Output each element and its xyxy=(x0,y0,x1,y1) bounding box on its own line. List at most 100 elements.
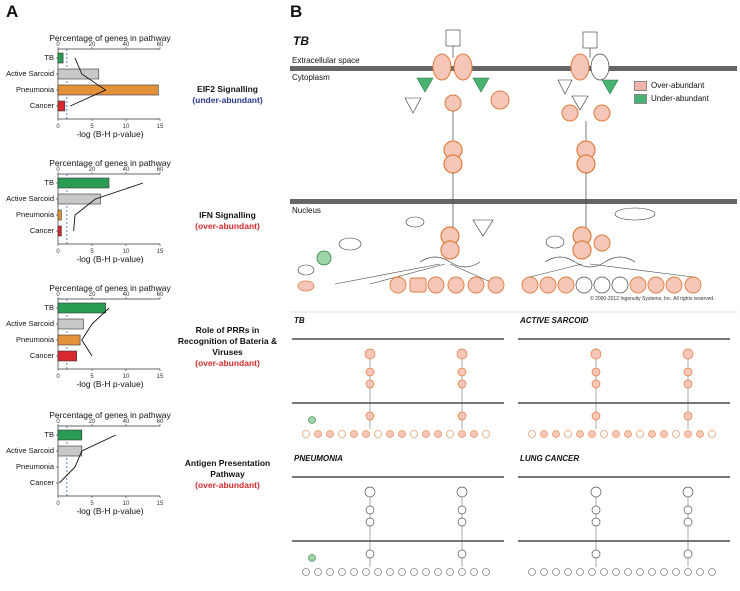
chart-3-top-tick-label: 20 xyxy=(89,292,96,298)
chart-1-top-tick-label: 20 xyxy=(89,42,96,48)
thumb-gene-node xyxy=(482,568,490,576)
thumb-gene-node xyxy=(482,430,490,438)
thumb-node xyxy=(457,367,467,377)
thumb-gene-node xyxy=(564,568,572,576)
chart-1-bar xyxy=(57,84,159,96)
chart-1-bar xyxy=(57,52,64,64)
thumb-gene-node xyxy=(434,430,442,438)
stat1b-node xyxy=(593,104,611,122)
edge xyxy=(449,263,496,285)
thumbnail-title: ACTIVE SARCOID xyxy=(520,316,589,325)
chart-2-bottom-axis-label: -log (B-H p-value) xyxy=(76,254,143,264)
thumb-gene-node xyxy=(624,430,632,438)
thumb-node xyxy=(457,517,467,527)
thumb-gene-node xyxy=(374,568,382,576)
thumb-gene-node xyxy=(696,430,704,438)
chart-3-bar xyxy=(57,350,78,362)
stat1-dimer-c xyxy=(576,154,596,174)
thumb-gene-node xyxy=(350,568,358,576)
pias-node xyxy=(405,216,425,228)
thumb-gene-node xyxy=(446,568,454,576)
thumbnail-pneumonia: PNEUMONIA xyxy=(292,454,506,586)
thumb-gene-node xyxy=(350,430,358,438)
chart-3-top-tick-label: 60 xyxy=(157,292,164,298)
chart-3-category-label: Active Sarcoid xyxy=(6,319,54,328)
thumb-gene-node xyxy=(612,568,620,576)
ifit1-node xyxy=(521,276,539,294)
glucocorticoid-node xyxy=(614,207,656,221)
thumb-gene-node xyxy=(612,430,620,438)
thumb-gene-node xyxy=(422,430,430,438)
thumb-node xyxy=(456,348,468,360)
ifi35-node xyxy=(467,276,485,294)
thumb-gene-node xyxy=(564,430,572,438)
jak1-node xyxy=(472,77,490,93)
edge xyxy=(334,263,441,285)
ifitm1-b-node xyxy=(557,276,575,294)
thumbnail-active-sarcoid: ACTIVE SARCOID xyxy=(518,316,732,448)
chart-4-bottom-tick-label: 10 xyxy=(123,501,130,507)
thumb-membrane xyxy=(292,476,504,478)
thumb-gene-node xyxy=(302,568,310,576)
thumb-bcl2-node xyxy=(308,416,316,424)
thumbnail-title: LUNG CANCER xyxy=(520,454,580,463)
thumb-gene-node xyxy=(410,430,418,438)
thumb-gene-node xyxy=(552,568,560,576)
chart-4-bottom-axis-label: -log (B-H p-value) xyxy=(76,506,143,516)
thumb-gene-node xyxy=(624,568,632,576)
thumb-gene-node xyxy=(362,568,370,576)
thumb-node xyxy=(682,348,694,360)
irf1-node xyxy=(389,276,407,294)
thumb-gene-node xyxy=(684,430,692,438)
chart-4-subtitle: (over-abundant) xyxy=(195,480,260,490)
chart-4-bottom-tick-label: 0 xyxy=(56,501,60,507)
thumb-gene-node xyxy=(338,430,346,438)
chart-1-logp-line xyxy=(70,57,107,107)
ifnar2-node xyxy=(590,53,610,81)
thumb-node xyxy=(591,411,601,421)
thumb-node xyxy=(457,379,467,389)
edge xyxy=(589,263,694,278)
thumb-node xyxy=(591,379,601,389)
thumb-node xyxy=(365,411,375,421)
thumb-node xyxy=(457,505,467,515)
thumb-node xyxy=(682,486,694,498)
thumb-node xyxy=(683,411,693,421)
thumb-gene-node xyxy=(600,430,608,438)
ifn-gamma-node xyxy=(445,29,461,47)
tc-ptp-node xyxy=(404,97,422,114)
thumb-gene-node xyxy=(708,568,716,576)
chart-1-top-tick-label: 40 xyxy=(123,42,130,48)
legend: Over-abundant Under-abundant xyxy=(634,79,709,105)
thumb-gene-node xyxy=(672,568,680,576)
thumb-gene-node xyxy=(302,430,310,438)
thumb-gene-node xyxy=(314,568,322,576)
thumb-gene-node xyxy=(648,568,656,576)
thumb-node xyxy=(591,505,601,515)
jak1b-node xyxy=(601,79,619,95)
thumbnail-lung-cancer: LUNG CANCER xyxy=(518,454,732,586)
panel-a-letter: A xyxy=(6,2,19,21)
legend-swatch-over xyxy=(634,80,647,91)
thumb-gene-node xyxy=(660,430,668,438)
chart-4-top-axis-label: Percentage of genes in pathway xyxy=(49,410,171,420)
legend-item-under: Under-abundant xyxy=(634,92,709,105)
chart-2-subtitle: (over-abundant) xyxy=(195,221,260,231)
tyk2-node xyxy=(557,79,573,95)
chart-4-category-label: Pneumonia xyxy=(16,462,55,471)
chart-1-category-label: Active Sarcoid xyxy=(6,69,54,78)
stat1-nuc-b xyxy=(440,240,460,260)
mx1-node xyxy=(575,276,593,294)
chart-1-subtitle: (under-abundant) xyxy=(192,95,263,105)
oas1-node xyxy=(539,276,557,294)
chart-2-top-tick-label: 40 xyxy=(123,167,130,173)
thumb-gene-node xyxy=(672,430,680,438)
thumb-gene-node xyxy=(636,568,644,576)
extracellular-label: Extracellular space xyxy=(292,56,360,65)
chart-2-bottom-tick-label: 5 xyxy=(90,249,94,255)
chart-2-top-axis-label: Percentage of genes in pathway xyxy=(49,158,171,168)
stat1-dimer-b xyxy=(443,154,463,174)
chart-3-bottom-tick-label: 10 xyxy=(123,374,130,380)
thumb-gene-node xyxy=(660,568,668,576)
copyright: © 2000-2012 Ingenuity Systems, Inc. All … xyxy=(590,296,715,302)
